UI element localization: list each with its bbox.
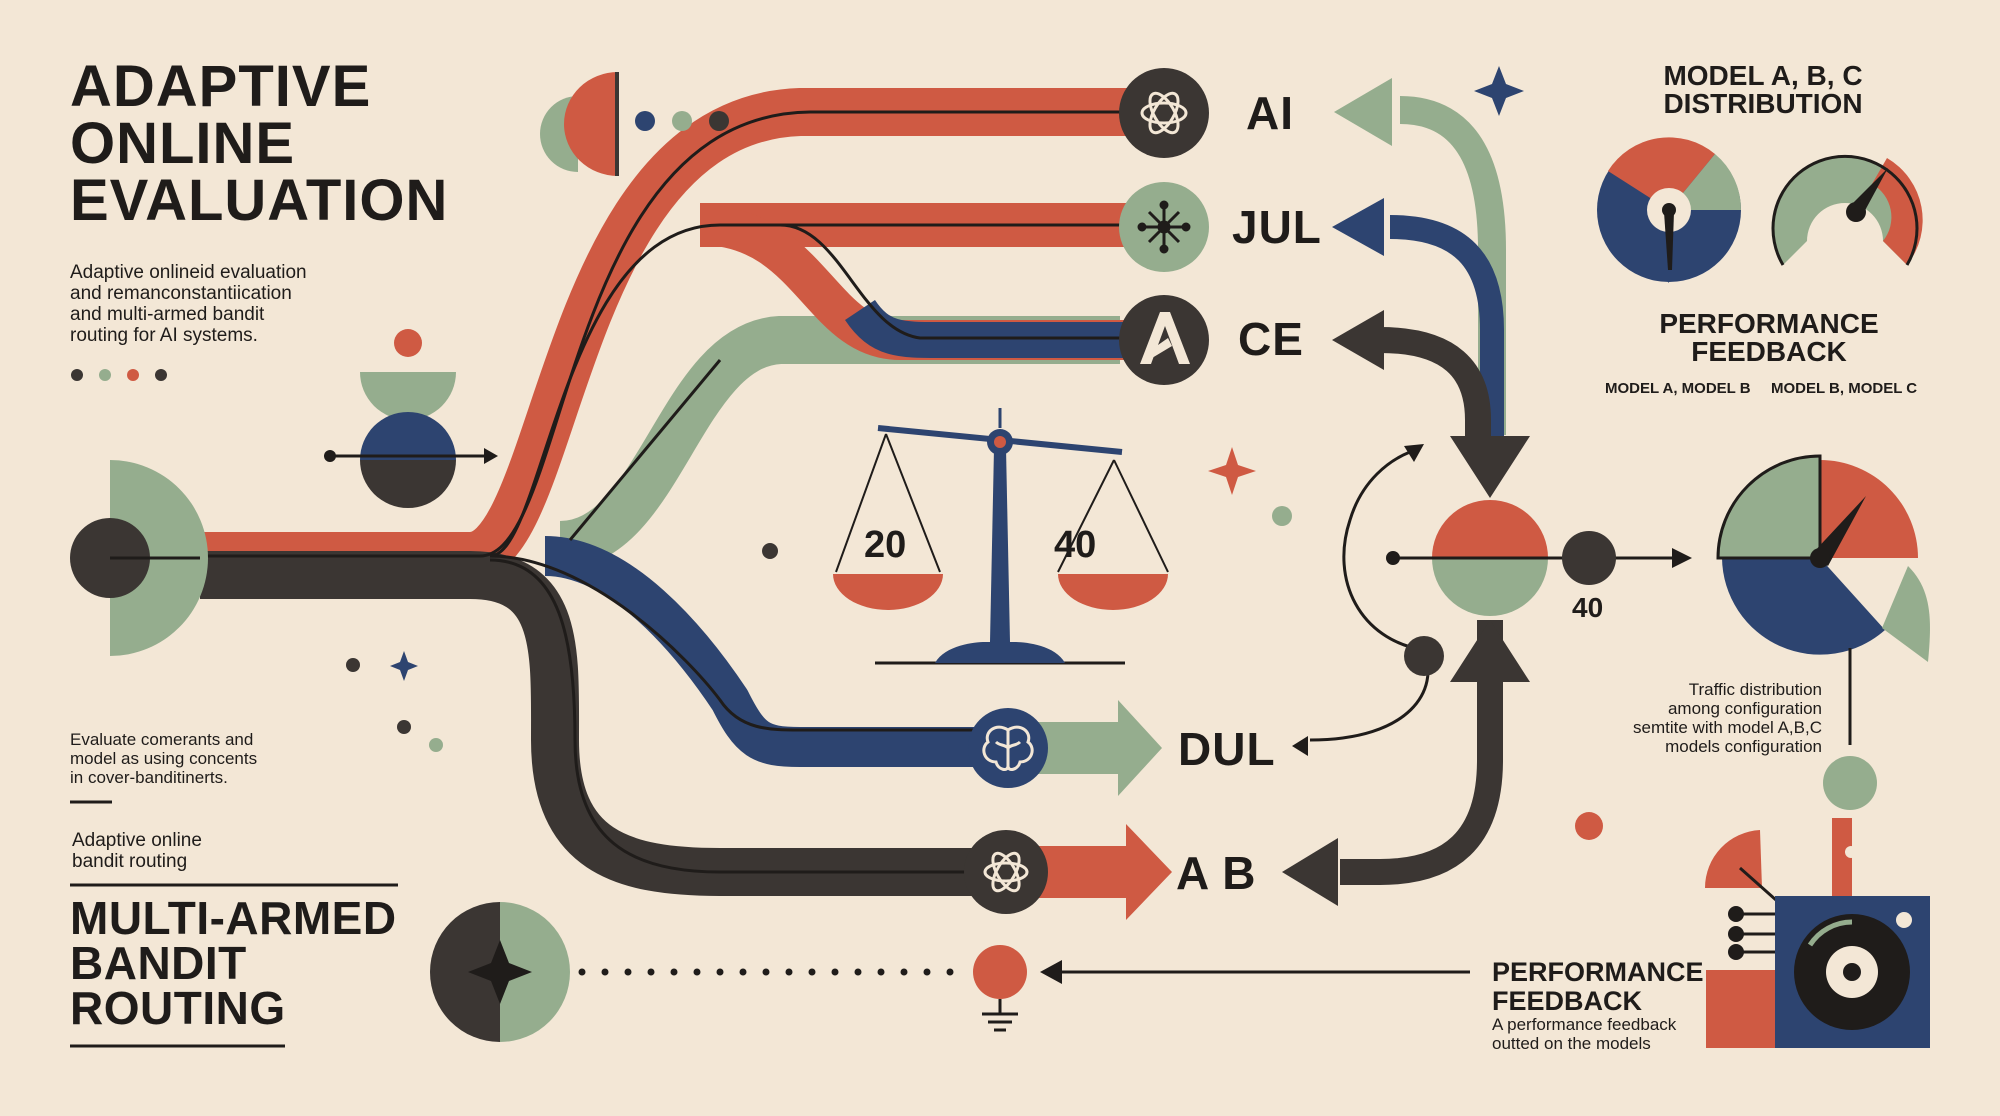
path-navy-to-dul [543,536,1000,767]
four-point-star-icon [1474,66,1524,116]
performance-top-sub-left: MODEL A, MODEL B [1605,380,1751,397]
main-title: ADAPTIVE ONLINE EVALUATION [70,54,449,233]
ground-icon [982,999,1018,1032]
performance-top-line2: FEEDBACK [1691,336,1847,367]
traffic-note-line2: among configuration [1667,699,1822,718]
model-node-ai[interactable] [1119,68,1209,158]
source-node [70,460,208,656]
bandit-badge [430,902,570,1042]
model-label-dul: DUL [1178,723,1276,775]
performance-bottom-desc-line2: outted on the models [1492,1034,1651,1053]
performance-top-line1: PERFORMANCE [1659,308,1879,339]
evaluate-note-line2: model as using concents [70,749,258,768]
performance-bottom-desc: A performance feedback outted on the mod… [1492,1015,1676,1053]
model-label-ai: AI [1246,87,1294,139]
arrow-loop-head [1404,444,1424,462]
scale-left-value: 20 [864,524,907,566]
distribution-pie [1716,454,1930,745]
model-label-jul: JUL [1232,201,1322,253]
asterisk-node-icon [1137,200,1191,254]
performance-bottom-desc-line1: A performance feedback [1492,1015,1677,1034]
main-title-line1: ADAPTIVE [70,54,372,119]
spiral-knot-icon [983,851,1029,893]
performance-bottom-line2: FEEDBACK [1492,986,1643,1016]
arrow-to-ai [1334,78,1392,146]
performance-top-sub-right: MODEL B, MODEL C [1771,380,1918,397]
performance-bottom-title: PERFORMANCE FEEDBACK [1492,958,1704,1016]
balance-figure [324,329,498,508]
model-node-ab[interactable] [964,824,1172,920]
model-label-ce: CE [1238,313,1304,365]
traffic-note-line4: models configuration [1665,737,1822,756]
flow-paths [150,88,1130,896]
scale-right-value: 40 [1054,524,1097,566]
spiral-knot-icon [1140,91,1188,135]
routing-note-line1: Adaptive online [72,830,202,851]
distribution-title-line1: MODEL A, B, C [1663,60,1863,91]
model-label-ab: A B [1176,847,1257,899]
distribution-title-line2: DISTRIBUTION [1663,88,1863,119]
routing-note: Adaptive online bandit routing [72,830,202,872]
intro-line1: Adaptive onlineid evaluation [70,262,307,283]
performance-top-title: PERFORMANCE FEEDBACK [1624,310,1914,366]
hub-output-value: 40 [1572,592,1604,623]
evaluate-note-line1: Evaluate comerants and [70,730,254,749]
evaluate-note-line3: in cover-banditinerts. [70,768,228,787]
arrow-down-to-hub [1450,436,1530,498]
feedback-arrows [1282,78,1530,906]
traffic-note: Traffic distribution among configuration… [1560,680,1822,756]
intro-line2: and remanconstantiication [70,283,292,304]
track-ce-branch [779,223,1130,340]
bandit-title-line2: BANDIT [70,937,247,989]
path-navy-to-ce [845,299,1130,358]
anthropic-a-icon [1140,312,1190,364]
bandit-title-line1: MULTI-ARMED [70,892,397,944]
main-title-line3: EVALUATION [70,168,449,233]
track-jul [489,223,1130,558]
evaluate-note: Evaluate comerants and model as using co… [70,730,257,787]
intro-line4: routing for AI systems. [70,325,258,346]
text-rules [70,800,398,1048]
performance-bottom-line1: PERFORMANCE [1492,957,1704,987]
feedback-machine [1705,756,1930,1048]
brain-icon [982,725,1034,771]
arrow-to-ab [1282,838,1338,906]
track-ce [568,359,722,541]
gauge-icon [1771,154,1923,266]
central-hub [1386,500,1692,676]
traffic-note-line3: semtite with model A,B,C [1633,718,1822,737]
track-ai [150,110,1130,558]
model-node-ce[interactable] [1119,295,1209,385]
four-point-star-icon [1208,447,1256,495]
routing-note-line2: bandit routing [72,851,188,872]
intro-dots [71,369,167,381]
top-decoration [540,72,729,176]
four-point-star-icon [468,940,532,1004]
gauge-icon [1597,137,1742,283]
main-title-line2: ONLINE [70,111,296,176]
model-node-jul[interactable] [1119,182,1209,272]
arrow-up-from-hub [1450,620,1530,682]
model-node-dul[interactable] [968,700,1162,796]
bandit-title-line3: ROUTING [70,982,286,1034]
arrow-to-ce [1332,310,1384,370]
bottom-feedback-line [578,945,1470,1032]
path-red-to-ai [200,88,1130,580]
path-charcoal-to-ab [200,551,1000,896]
scattered-decoration [346,66,1603,840]
bandit-title: MULTI-ARMED BANDIT ROUTING [70,892,397,1034]
balance-scale-icon [833,408,1169,665]
distribution-title: MODEL A, B, C DISTRIBUTION [1628,62,1898,118]
arrow-to-jul [1332,198,1384,256]
arrow-to-dul [1292,736,1308,756]
track-ab [489,558,1000,874]
path-sage-to-ce [557,316,1120,569]
track-dul [489,554,1000,732]
intro-line3: and multi-armed bandit [70,304,265,325]
traffic-note-line1: Traffic distribution [1688,680,1822,699]
four-point-star-icon [390,651,418,681]
intro-text: Adaptive onlineid evaluation and remanco… [70,262,307,346]
